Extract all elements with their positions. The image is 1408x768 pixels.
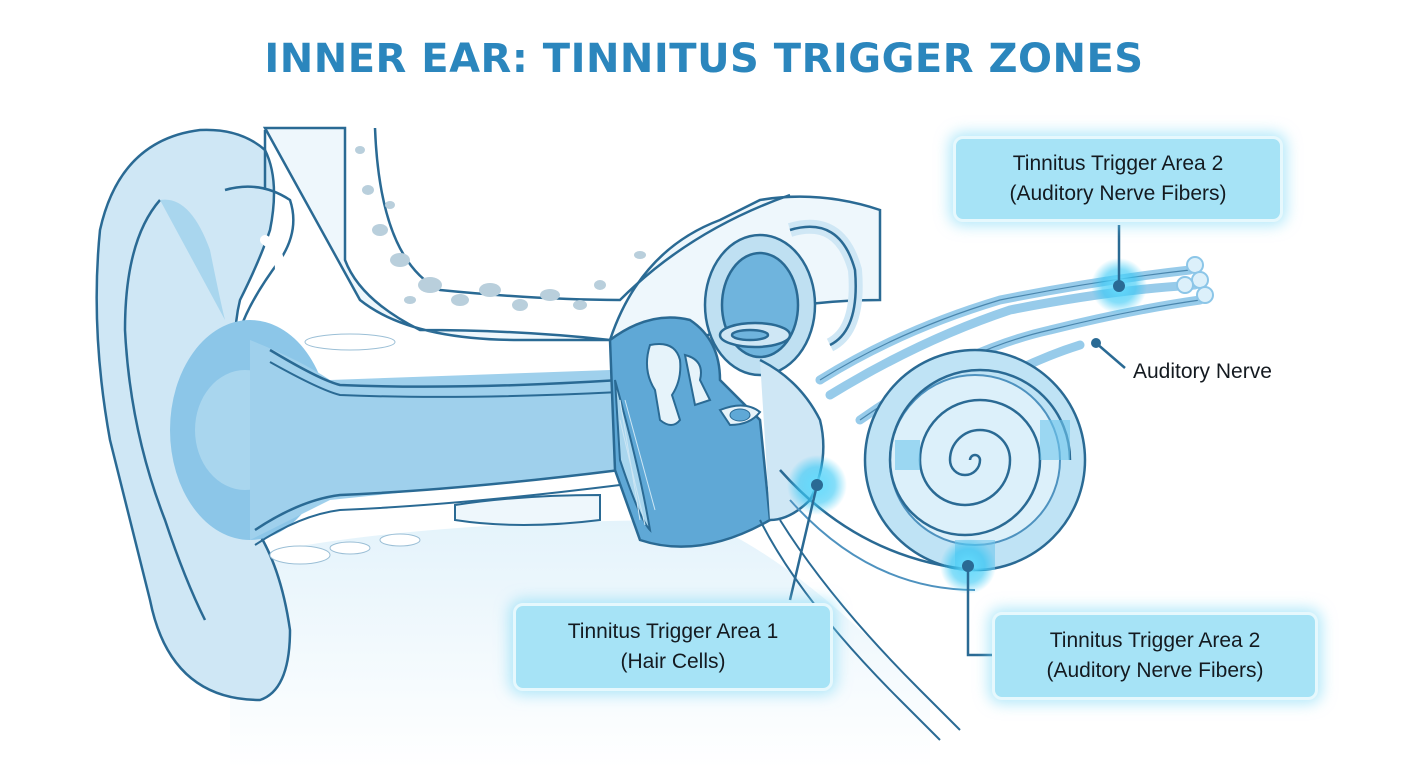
semicircular-canals: [703, 219, 863, 522]
middle-ear: [608, 316, 772, 548]
callout-area1: Tinnitus Trigger Area 1 (Hair Cells): [513, 603, 833, 691]
callout-area2-top: Tinnitus Trigger Area 2 (Auditory Nerve …: [953, 136, 1283, 222]
callout-area2-bottom-line2: (Auditory Nerve Fibers): [1046, 659, 1264, 682]
callout-area1-line2: (Hair Cells): [620, 650, 726, 673]
callout-area2-bottom-line1: Tinnitus Trigger Area 2: [1049, 629, 1261, 652]
incus: [683, 353, 712, 407]
callout-area2-top-line1: Tinnitus Trigger Area 2: [1012, 152, 1224, 175]
callout-area1-line1: Tinnitus Trigger Area 1: [567, 620, 779, 643]
leader-lines: [788, 225, 1126, 657]
nerve-fiber-ends: [1176, 256, 1214, 304]
malleus: [645, 343, 682, 426]
callout-area2-bottom: Tinnitus Trigger Area 2 (Auditory Nerve …: [992, 612, 1318, 700]
ear-canal: [170, 235, 621, 565]
callout-area2-top-line2: (Auditory Nerve Fibers): [1009, 182, 1227, 205]
diagram-title: INNER EAR: TINNITUS TRIGGER ZONES: [264, 36, 1144, 82]
auditory-nerve-label: Auditory Nerve: [1133, 360, 1272, 383]
trigger-glow-markers: [787, 258, 1147, 594]
